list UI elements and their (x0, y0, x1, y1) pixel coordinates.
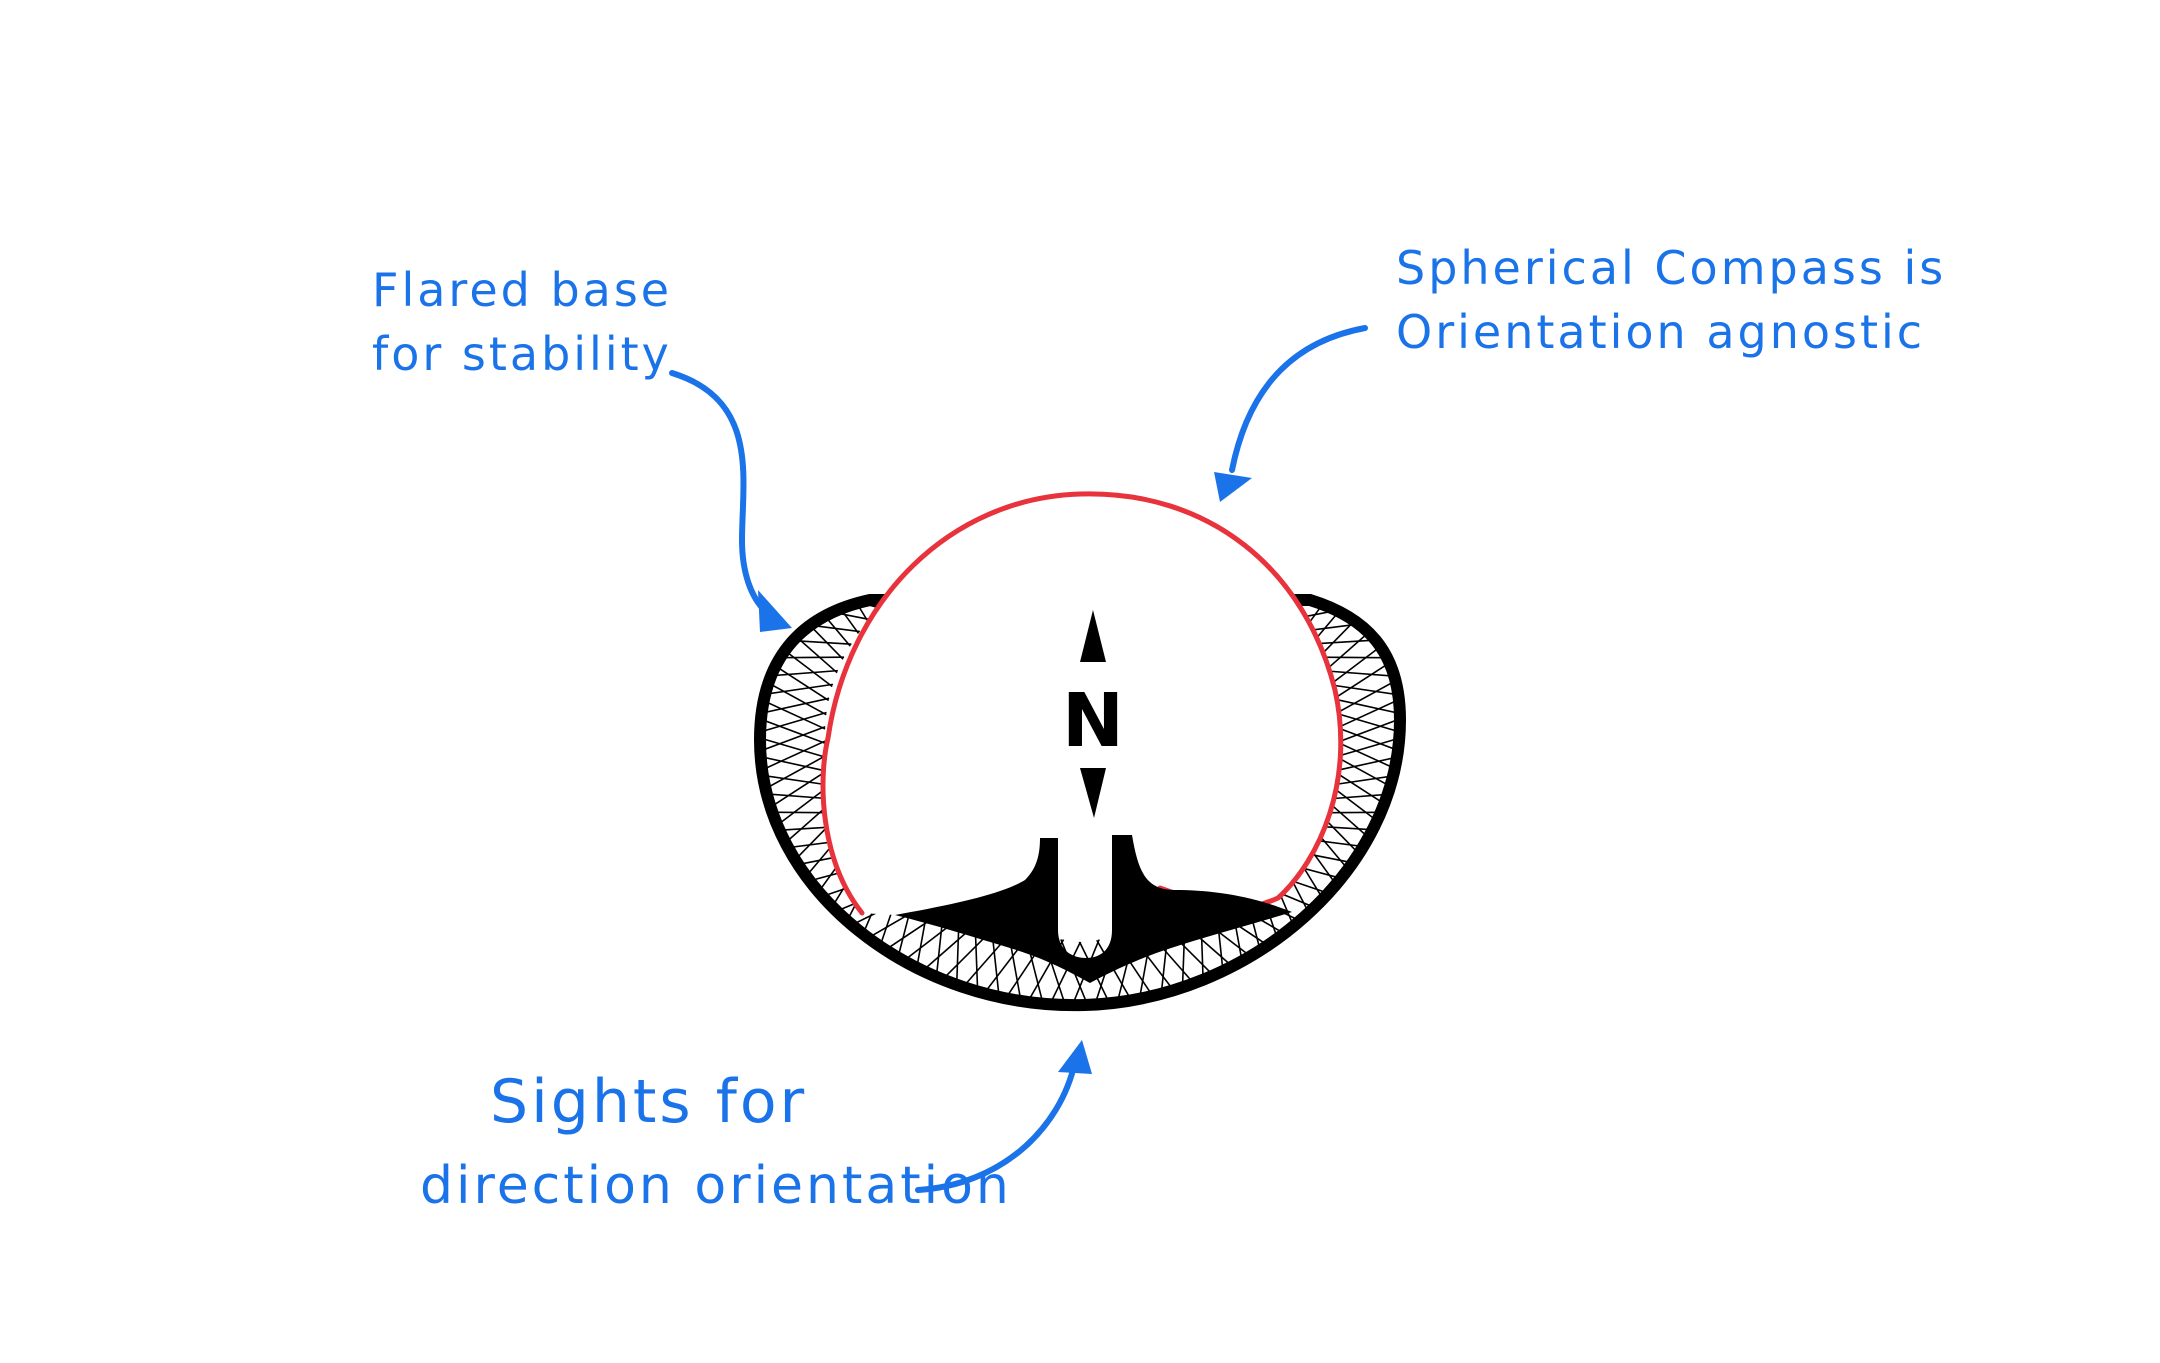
needle-north-arrow-icon (1080, 610, 1106, 662)
hatch-line (1334, 714, 1400, 744)
hatch-line (760, 683, 834, 697)
annotation-spherical-compass: Spherical Compass is Orientation agnosti… (1396, 236, 1946, 364)
compass-sphere-outline (820, 491, 1344, 916)
hatch-line (1334, 695, 1400, 730)
hatch-line (1327, 638, 1391, 688)
north-label: N (1062, 678, 1124, 764)
hatch-line (1333, 711, 1400, 736)
compass-sphere-fill (822, 493, 1341, 915)
hatch-line (760, 695, 826, 730)
arrow-spherical-compass (1229, 325, 1368, 473)
annotation-spherical-compass-line2: Orientation agnostic (1396, 305, 1926, 359)
hatch-line (1326, 683, 1400, 697)
annotation-spherical-compass-line1: Spherical Compass is (1396, 241, 1947, 295)
hatch-line (813, 570, 891, 597)
annotation-flared-base: Flared base for stability (372, 258, 672, 386)
hatch-line (826, 600, 869, 622)
hatch-line (760, 711, 827, 736)
annotation-sights: Sights for direction orientation (420, 1060, 1012, 1228)
annotation-flared-base-line2: for stability (372, 327, 672, 381)
arrowhead-spherical-compass-icon (1214, 472, 1252, 502)
hatch-line (760, 697, 830, 717)
sight-mount (895, 835, 1292, 983)
hatch-line (1330, 657, 1398, 702)
sight-notch (1058, 842, 1112, 942)
hatch-line (760, 734, 827, 759)
annotation-flared-base-line1: Flared base (372, 263, 673, 317)
hatch-line (760, 676, 827, 716)
arrow-flared-base (669, 370, 773, 618)
hatch-line (762, 768, 830, 813)
hatch-line (1095, 939, 1138, 1006)
hatch-line (859, 527, 889, 599)
hatch-line (827, 555, 904, 587)
hatch-line (1334, 726, 1400, 756)
arrowhead-sights-icon (1058, 1040, 1092, 1074)
hatch-line (1322, 669, 1400, 678)
annotation-sights-line1: Sights for (490, 1067, 808, 1137)
arrow-sights (915, 1059, 1078, 1193)
hatch-line (760, 740, 826, 775)
hatch-line (760, 754, 827, 794)
hatch-line (760, 753, 830, 773)
hatch-line (1333, 734, 1400, 759)
hatch-line (760, 773, 834, 787)
hatch-line (799, 600, 881, 609)
hatch-line (799, 600, 851, 647)
hatch-line (877, 514, 902, 588)
hatch-line (760, 714, 826, 744)
hatch-line (760, 726, 826, 756)
hatch-line (1330, 697, 1400, 717)
hatch-line (1044, 939, 1083, 1006)
needle-south-arrow-icon (1080, 768, 1106, 818)
hatch-line (1333, 676, 1400, 716)
annotation-sights-line2: direction orientation (420, 1156, 1012, 1216)
hatch-line (1330, 753, 1400, 773)
arrowhead-flared-base-icon (758, 590, 792, 632)
hatch-line (1315, 656, 1398, 659)
